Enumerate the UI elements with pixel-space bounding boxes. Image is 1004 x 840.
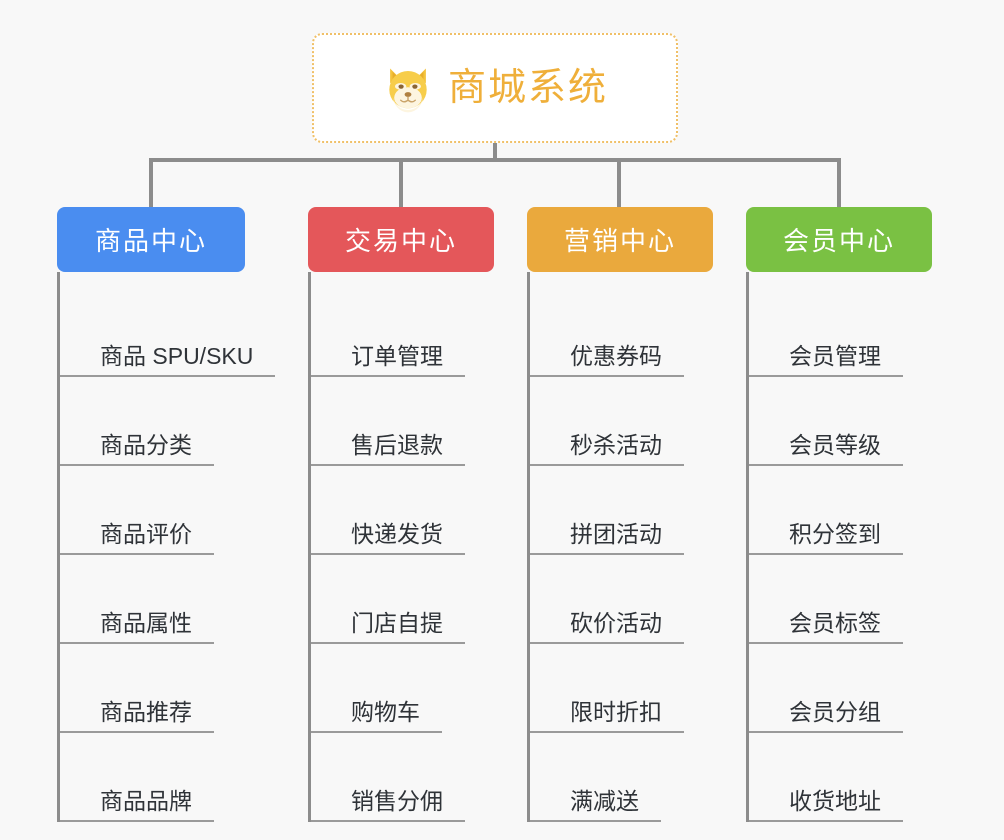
leaf-item[interactable]: 商品评价	[57, 466, 245, 555]
leaf-label: 商品属性	[60, 610, 214, 644]
category-header-member-center[interactable]: 会员中心	[746, 207, 932, 272]
leaf-item[interactable]: 拼团活动	[527, 466, 713, 555]
leaf-label: 拼团活动	[530, 521, 684, 555]
connector-drop-product-center	[149, 158, 153, 208]
leaf-label: 秒杀活动	[530, 432, 684, 466]
leaf-item[interactable]: 商品分类	[57, 377, 245, 466]
root-node[interactable]: 商城系统	[312, 33, 678, 143]
connector-drop-member-center	[837, 158, 841, 208]
column-trade-center: 交易中心 订单管理 售后退款 快递发货 门店自提 购物车 销售分佣	[308, 207, 494, 822]
leaf-item[interactable]: 商品 SPU/SKU	[57, 288, 276, 377]
leaf-label: 购物车	[311, 699, 442, 733]
leaf-item[interactable]: 优惠券码	[527, 288, 713, 377]
leaf-label: 商品推荐	[60, 699, 214, 733]
leaf-label: 商品 SPU/SKU	[60, 343, 276, 377]
root-title: 商城系统	[447, 67, 608, 109]
leaf-label: 销售分佣	[311, 788, 465, 822]
leaf-item[interactable]: 购物车	[308, 644, 494, 733]
leaf-label: 快递发货	[311, 521, 465, 555]
leaf-item[interactable]: 满减送	[527, 733, 713, 822]
leaf-label: 商品分类	[60, 432, 214, 466]
leaf-spine	[746, 272, 749, 822]
leaf-item[interactable]: 订单管理	[308, 288, 494, 377]
connector-drop-marketing-center	[617, 158, 621, 208]
leaf-label: 商品品牌	[60, 788, 214, 822]
leaf-label: 收货地址	[749, 788, 903, 822]
leaf-label: 限时折扣	[530, 699, 684, 733]
leaf-item[interactable]: 商品品牌	[57, 733, 245, 822]
leaf-item[interactable]: 售后退款	[308, 377, 494, 466]
leaf-label: 售后退款	[311, 432, 465, 466]
leaf-label: 优惠券码	[530, 343, 684, 377]
leaf-list-marketing-center: 优惠券码 秒杀活动 拼团活动 砍价活动 限时折扣 满减送	[527, 272, 713, 822]
connector-horizontal-bus	[149, 158, 841, 162]
leaf-item[interactable]: 会员标签	[746, 555, 932, 644]
leaf-item[interactable]: 会员分组	[746, 644, 932, 733]
leaf-spine	[527, 272, 530, 822]
leaf-list-member-center: 会员管理 会员等级 积分签到 会员标签 会员分组 收货地址	[746, 272, 932, 822]
leaf-list-product-center: 商品 SPU/SKU 商品分类 商品评价 商品属性 商品推荐 商品品牌	[57, 272, 276, 822]
category-label: 交易中心	[344, 226, 457, 256]
leaf-item[interactable]: 商品推荐	[57, 644, 245, 733]
leaf-item[interactable]: 门店自提	[308, 555, 494, 644]
category-label: 营销中心	[563, 226, 676, 256]
category-label: 商品中心	[94, 226, 207, 256]
leaf-item[interactable]: 销售分佣	[308, 733, 494, 822]
category-header-marketing-center[interactable]: 营销中心	[527, 207, 713, 272]
leaf-item[interactable]: 快递发货	[308, 466, 494, 555]
leaf-item[interactable]: 收货地址	[746, 733, 932, 822]
leaf-label: 会员管理	[749, 343, 903, 377]
dog-face-icon	[389, 68, 427, 113]
connector-root-stub	[493, 143, 497, 160]
leaf-item[interactable]: 积分签到	[746, 466, 932, 555]
leaf-item[interactable]: 砍价活动	[527, 555, 713, 644]
leaf-label: 积分签到	[749, 521, 903, 555]
leaf-label: 砍价活动	[530, 610, 684, 644]
leaf-item[interactable]: 会员等级	[746, 377, 932, 466]
column-marketing-center: 营销中心 优惠券码 秒杀活动 拼团活动 砍价活动 限时折扣 满减送	[527, 207, 713, 822]
leaf-label: 会员标签	[749, 610, 903, 644]
root-node-wrapper: 商城系统	[312, 33, 678, 143]
column-product-center: 商品中心 商品 SPU/SKU 商品分类 商品评价 商品属性 商品推荐 商品品牌	[57, 207, 276, 822]
leaf-label: 门店自提	[311, 610, 465, 644]
leaf-item[interactable]: 会员管理	[746, 288, 932, 377]
leaf-label: 订单管理	[311, 343, 465, 377]
leaf-spine	[308, 272, 311, 822]
leaf-item[interactable]: 限时折扣	[527, 644, 713, 733]
connector-drop-trade-center	[399, 158, 403, 208]
leaf-label: 满减送	[530, 788, 661, 822]
leaf-item[interactable]: 商品属性	[57, 555, 245, 644]
leaf-spine	[57, 272, 60, 822]
leaf-label: 商品评价	[60, 521, 214, 555]
leaf-label: 会员分组	[749, 699, 903, 733]
category-header-product-center[interactable]: 商品中心	[57, 207, 245, 272]
column-member-center: 会员中心 会员管理 会员等级 积分签到 会员标签 会员分组 收货地址	[746, 207, 932, 822]
leaf-list-trade-center: 订单管理 售后退款 快递发货 门店自提 购物车 销售分佣	[308, 272, 494, 822]
leaf-label: 会员等级	[749, 432, 903, 466]
category-label: 会员中心	[782, 226, 895, 256]
leaf-item[interactable]: 秒杀活动	[527, 377, 713, 466]
category-header-trade-center[interactable]: 交易中心	[308, 207, 494, 272]
